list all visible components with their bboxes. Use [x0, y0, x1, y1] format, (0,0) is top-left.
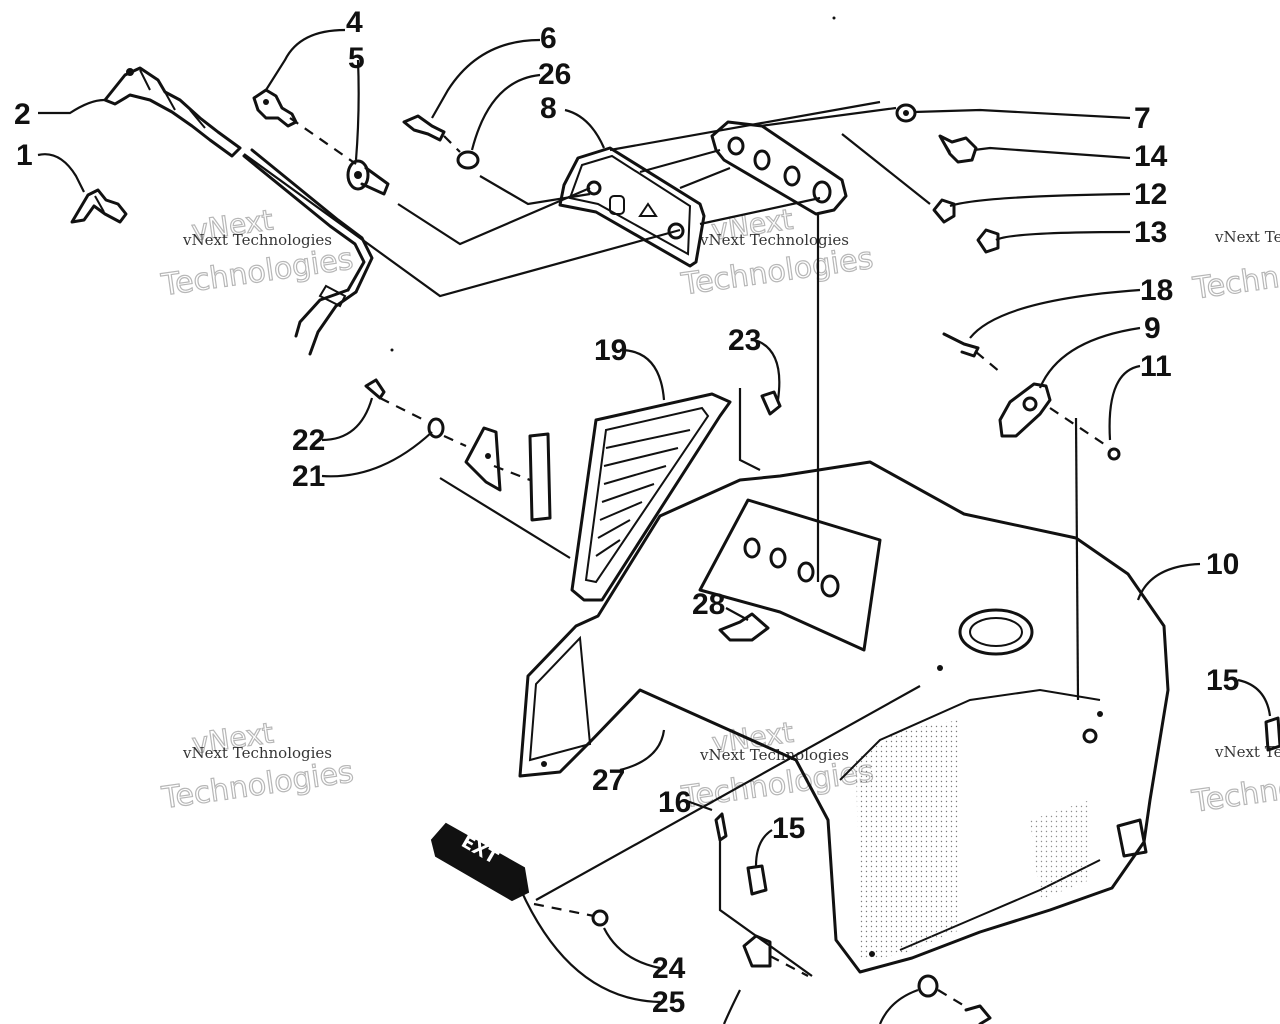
callout-23: 23	[728, 324, 761, 357]
callout-9: 9	[1144, 312, 1161, 345]
vent-bracket	[464, 426, 552, 522]
lower-screw	[964, 1004, 992, 1024]
callout-27: 27	[592, 764, 625, 797]
watermark-small-4: vNext Technologies	[699, 746, 849, 764]
part-18-screw	[942, 332, 980, 358]
watermark-small-1: vNext Technologies	[182, 231, 332, 249]
callout-26: 26	[538, 58, 571, 91]
watermark-large-6: Techno	[1189, 770, 1280, 819]
watermark-large-1b: Technologies	[159, 242, 356, 304]
watermark-small-3: vNext Technologies	[182, 744, 332, 762]
part-2-throttle-lever	[103, 66, 242, 158]
callout-1: 1	[16, 139, 33, 172]
callout-5: 5	[348, 42, 365, 75]
callout-6: 6	[540, 22, 557, 55]
callout-18: 18	[1140, 274, 1173, 307]
callout-16: 16	[658, 786, 691, 819]
callout-8: 8	[540, 92, 557, 125]
part-9-gasket	[998, 382, 1052, 438]
callout-14: 14	[1134, 140, 1168, 173]
part-13-knob	[976, 228, 1000, 254]
callout-labels: 2 1 4 5 6 26 8 7 14 12 13 18 9 11 19 23 …	[14, 6, 1239, 1019]
part-1-lever-bracket	[70, 188, 128, 224]
callout-28: 28	[692, 588, 725, 621]
throttle-cable	[242, 148, 374, 356]
part-10-console-housing	[518, 460, 1170, 974]
part-5-ignition-switch	[346, 159, 390, 196]
part-7-nut	[895, 103, 917, 123]
watermark-large-2b: Technologies	[679, 241, 876, 303]
part-14-toggle-switch	[938, 134, 978, 164]
part-4-ignition-key	[252, 88, 298, 128]
callout-15-lower: 15	[772, 812, 805, 845]
stray-mark	[832, 16, 836, 20]
part-11-nut	[1107, 447, 1121, 461]
callout-15-right: 15	[1206, 664, 1239, 697]
callout-25: 25	[652, 986, 685, 1019]
watermark-small-5: vNext Te	[1214, 228, 1280, 246]
watermark-large-5: Techn	[1190, 260, 1280, 307]
callout-10: 10	[1206, 548, 1239, 581]
watermark-small-6: vNext Te	[1214, 743, 1280, 761]
part-22-screw	[364, 378, 386, 400]
leader-lines	[37, 28, 1272, 1024]
callout-11: 11	[1140, 350, 1172, 383]
part-21-washer	[427, 417, 445, 439]
callout-24: 24	[652, 952, 686, 985]
stray-mark	[390, 348, 394, 352]
part-16-screw	[714, 812, 728, 842]
part-12-lock-washer	[932, 198, 956, 224]
part-6-screw	[402, 114, 446, 142]
callout-2: 2	[14, 98, 31, 131]
callout-7: 7	[1134, 102, 1151, 135]
callout-13: 13	[1134, 216, 1167, 249]
part-15-clip-lower	[746, 864, 768, 896]
lower-bracket	[742, 934, 772, 968]
callout-22: 22	[292, 424, 325, 457]
part-8-instrument-plate	[558, 146, 706, 268]
part-26-washer	[456, 150, 480, 170]
part-24-nut	[591, 909, 609, 927]
part-19-louvered-vent	[570, 392, 732, 602]
watermark-large-3b: Technologies	[159, 755, 356, 817]
callout-4: 4	[346, 6, 363, 39]
callout-21: 21	[292, 460, 325, 493]
part-28-bracket	[718, 612, 770, 642]
lower-washer	[917, 974, 939, 998]
watermark-small-2: vNext Technologies	[699, 231, 849, 249]
instrument-bezel	[710, 120, 848, 216]
part-15-clip-right	[1264, 716, 1280, 752]
decal-emblem: EXT	[430, 822, 530, 902]
part-23-clip	[760, 390, 782, 416]
callout-12: 12	[1134, 178, 1167, 211]
callout-19: 19	[594, 334, 627, 367]
